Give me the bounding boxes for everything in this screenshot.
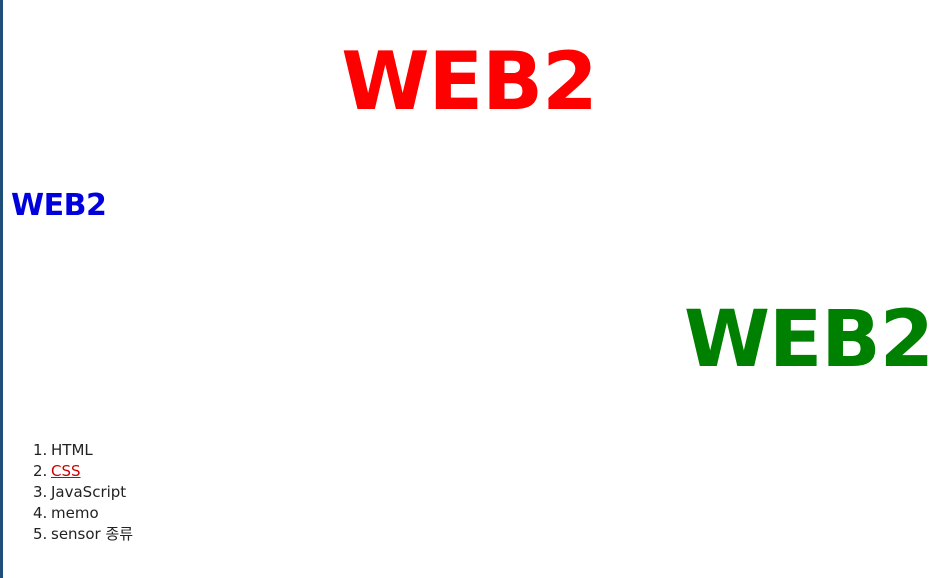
topic-link-javascript[interactable]: JavaScript: [51, 483, 127, 501]
list-number: 1.: [33, 441, 48, 459]
topic-link-memo[interactable]: memo: [51, 504, 99, 522]
list-number: 4.: [33, 504, 48, 522]
list-number: 5.: [33, 525, 48, 543]
topic-list: 1.HTML 2.CSS 3.JavaScript 4.memo 5.senso…: [33, 440, 133, 545]
list-item: 4.memo: [33, 503, 133, 524]
left-border-rule: [0, 0, 3, 578]
list-item: 1.HTML: [33, 440, 133, 461]
topic-link-html[interactable]: HTML: [51, 441, 93, 459]
topic-link-css[interactable]: CSS: [51, 462, 81, 480]
topic-link-sensor[interactable]: sensor 종류: [51, 525, 134, 543]
list-number: 2.: [33, 462, 48, 480]
heading-left: WEB2: [11, 188, 107, 223]
list-item: 2.CSS: [33, 461, 133, 482]
list-item: 3.JavaScript: [33, 482, 133, 503]
list-item: 5.sensor 종류: [33, 524, 133, 545]
heading-center: WEB2: [341, 35, 598, 128]
list-number: 3.: [33, 483, 48, 501]
heading-right: WEB2: [683, 295, 934, 385]
